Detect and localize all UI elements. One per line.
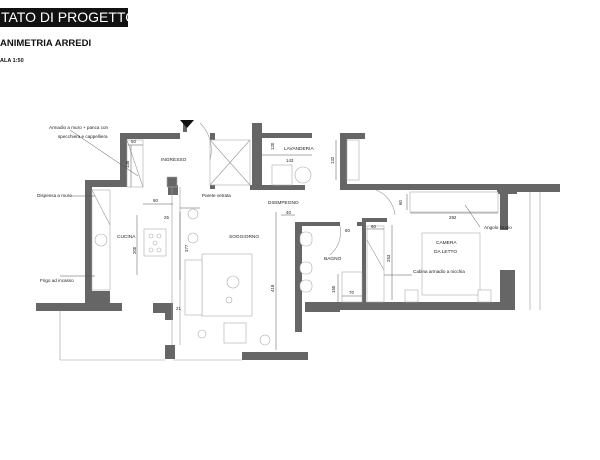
walls xyxy=(36,120,560,360)
dim-label: 21 xyxy=(176,306,181,311)
room-label-lavanderia: LAVANDERIA xyxy=(284,146,314,152)
dim-label: 200 xyxy=(132,246,137,254)
dim-label: 60 xyxy=(345,228,350,233)
room-label-bagno: BAGNO xyxy=(324,256,342,262)
dim-label: 143 xyxy=(286,158,294,163)
drawing-subtitle: ANIMETRIA ARREDI xyxy=(0,38,92,49)
drawing-scale: ALA 1:50 xyxy=(0,58,24,64)
note-frigo: Frigo ad incasso xyxy=(40,278,74,283)
dim-label: 377 xyxy=(184,244,189,252)
note-dispensa: Dispensa a muro xyxy=(37,193,72,198)
dimension-lines xyxy=(60,129,498,350)
note-armadio-2: specchiera e cappelliera xyxy=(58,134,108,139)
dim-label: 50 xyxy=(131,139,136,144)
room-label-soggiorno: SOGGIORNO xyxy=(229,234,259,240)
room-label-cucina: CUCINA xyxy=(117,234,136,240)
room-label-disimpegno: DISIMPEGNO xyxy=(268,200,299,206)
note-parete-vetrata: Parete vetrata xyxy=(202,193,231,198)
dim-label: 136 xyxy=(125,160,130,168)
note-armadio-1: Armadio a muro + panca con xyxy=(49,125,109,130)
dim-label: 253 xyxy=(386,254,391,262)
dim-label: 292 xyxy=(449,215,457,220)
dim-label: 60 xyxy=(398,200,403,205)
dim-label: 150 xyxy=(331,285,336,293)
dim-label: 418 xyxy=(270,284,275,292)
furniture xyxy=(59,120,541,361)
note-cabina-armadio: Cabina armadio a nicchia xyxy=(413,269,465,274)
dim-label: 132 xyxy=(330,156,335,164)
dim-label: 25 xyxy=(164,215,169,220)
room-label-camera-1: CAMERA xyxy=(436,240,457,246)
dim-label: 90 xyxy=(153,198,158,203)
room-label-ingresso: INGRESSO xyxy=(161,157,187,163)
dim-label: 120 xyxy=(270,142,275,150)
drawing-title: TATO DI PROGETTO xyxy=(0,8,137,27)
dim-label: 70 xyxy=(349,290,354,295)
dim-label: 60 xyxy=(371,224,376,229)
dim-label: 40 xyxy=(286,210,291,215)
room-label-camera-2: DA LETTO xyxy=(434,249,457,255)
note-angolo-studio: Angolo studio xyxy=(484,225,512,230)
